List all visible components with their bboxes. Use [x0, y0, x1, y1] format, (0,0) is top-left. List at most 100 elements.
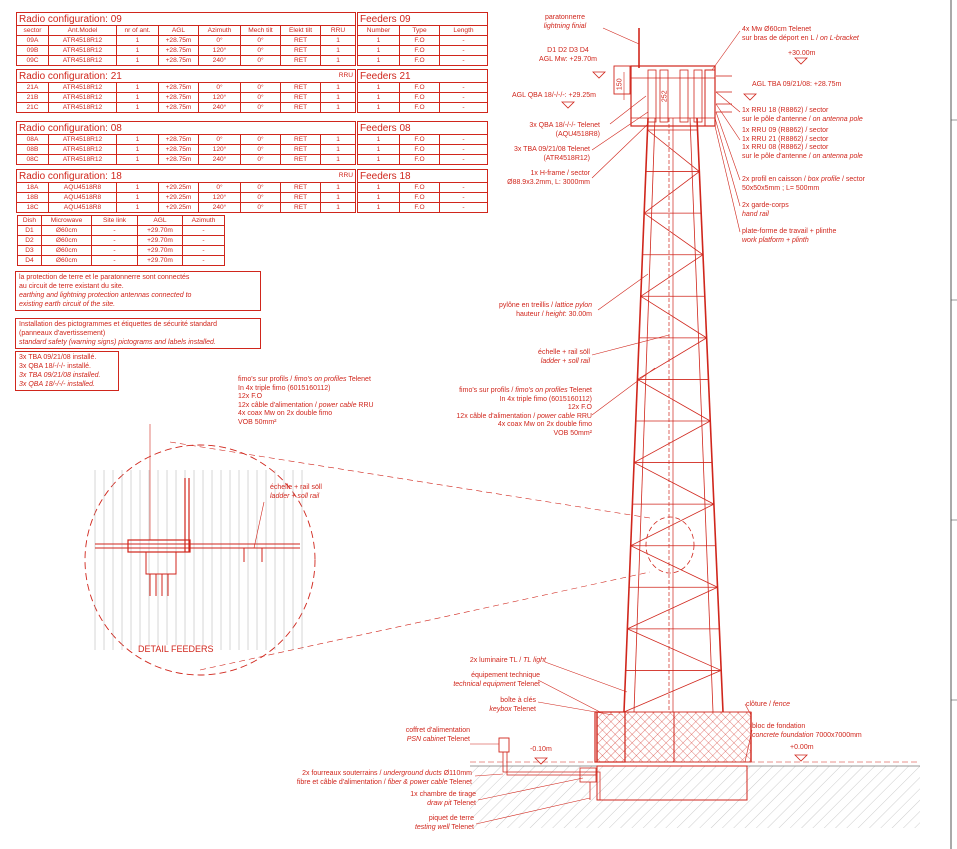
pylon-label: pylône en treillis / lattice pylon haute… — [499, 302, 592, 318]
table-cell: F.O — [399, 55, 440, 66]
table-cell: 1 — [357, 134, 400, 145]
table-cell: ATR4518R12 — [48, 134, 117, 145]
table-cell: Ø60cm — [41, 245, 92, 256]
table-cell: 1 — [116, 45, 159, 56]
table-cell: AQU4518R8 — [48, 192, 117, 203]
dim-252: 252 — [661, 90, 669, 103]
table-cell: - — [439, 45, 488, 56]
table-cell: 1 — [116, 35, 159, 46]
qba-label: 3x QBA 18/-/-/- Telenet (AQU4518R8) — [529, 122, 600, 138]
table-cell: 0° — [240, 92, 281, 103]
table-cell: 240° — [198, 55, 241, 66]
table-header: Number — [357, 25, 400, 36]
table-cell: AQU4518R8 — [48, 202, 117, 213]
table-cell: 0° — [240, 35, 281, 46]
table-cell: - — [91, 235, 138, 246]
keybox-label: boîte à clés keybox Telenet — [489, 697, 536, 713]
installed-note: 3x TBA 09/21/08 installé. 3x QBA 18/-/-/… — [15, 351, 119, 391]
table-cell: F.O — [399, 154, 440, 165]
rru-others-label: 1x RRU 09 (R8862) / sector 1x RRU 21 (R8… — [742, 127, 863, 160]
tower-head — [534, 28, 808, 765]
table-cell: 1 — [320, 192, 357, 203]
table-header: Azimuth — [182, 215, 225, 226]
table-cell: RET — [279, 45, 322, 56]
table-header: Dish — [17, 215, 42, 226]
table-cell: +29.70m — [137, 245, 183, 256]
table-header: Elekt tilt — [279, 25, 322, 36]
table-cell: 18C — [16, 202, 49, 213]
table-cell: - — [439, 202, 488, 213]
table-cell: 21B — [16, 92, 49, 103]
table-cell: ATR4518R12 — [48, 102, 117, 113]
table-cell: 09C — [16, 55, 49, 66]
table-cell: 1 — [357, 144, 400, 155]
radio-config-title: Radio configuration: 18 — [15, 169, 321, 183]
table-cell: RET — [279, 55, 322, 66]
fence-label: clôture / fence — [746, 701, 790, 708]
table-cell: +29.25m — [158, 202, 199, 213]
mw-bracket-label: 4x Mw Ø60cm Telenet sur bras de déport e… — [742, 26, 859, 42]
equipment-cabinet-shape — [594, 711, 626, 763]
table-cell: +28.75m — [158, 82, 199, 93]
box-profile-label: 2x profil en caisson / box profile / sec… — [742, 176, 865, 192]
table-cell: F.O — [399, 202, 440, 213]
dishes-label: D1 D2 D3 D4 AGL Mw: +29.70m — [539, 47, 597, 63]
table-header: Type — [399, 25, 440, 36]
table-cell: 1 — [116, 82, 159, 93]
lightning-finial-label: paratonnerre lightning finial — [543, 14, 587, 30]
table-cell: Ø60cm — [41, 255, 92, 266]
level-minus-label: -0.10m — [530, 746, 552, 753]
table-cell: +28.75m — [158, 144, 199, 155]
psn-cabinet-shape — [498, 737, 510, 753]
fimo-label: fimo's sur profils / fimo's on profiles … — [456, 387, 592, 437]
table-cell: AQU4518R8 — [48, 182, 117, 193]
detail-marker — [645, 516, 695, 574]
table-cell: 0° — [240, 45, 281, 56]
table-cell: 1 — [320, 202, 357, 213]
table-cell: +28.75m — [158, 55, 199, 66]
table-cell: 1 — [357, 192, 400, 203]
table-cell: - — [91, 245, 138, 256]
table-cell: - — [439, 92, 488, 103]
table-header: RRU — [320, 25, 357, 36]
table-cell: +28.75m — [158, 92, 199, 103]
hframe-label: 1x H-frame / sector Ø88.9x3.2mm, L: 3000… — [507, 170, 590, 186]
table-cell: F.O — [399, 82, 440, 93]
table-cell: 0° — [198, 35, 241, 46]
table-cell: 120° — [198, 144, 241, 155]
table-cell: D3 — [17, 245, 42, 256]
table-cell: 21A — [16, 82, 49, 93]
sheet-border — [950, 0, 957, 849]
table-cell: 1 — [116, 154, 159, 165]
detail-ladder-label: échelle + rail söll ladder + soll rail — [270, 484, 322, 500]
table-cell: 08A — [16, 134, 49, 145]
table-cell: 1 — [320, 45, 357, 56]
table-header: Length — [439, 25, 488, 36]
table-cell: RET — [279, 134, 322, 145]
table-cell: 1 — [116, 144, 159, 155]
table-cell: 120° — [198, 45, 241, 56]
table-cell: RET — [279, 144, 322, 155]
table-cell: 0° — [240, 82, 281, 93]
table-cell: 1 — [320, 92, 357, 103]
table-cell: - — [182, 245, 225, 256]
level-0-label: +0.00m — [790, 744, 814, 751]
table-cell: +28.75m — [158, 134, 199, 145]
table-cell: 1 — [320, 134, 357, 145]
ducts-label: 2x fourreaux souterrains / underground d… — [296, 770, 472, 786]
table-cell: F.O — [399, 102, 440, 113]
table-cell: 1 — [320, 55, 357, 66]
